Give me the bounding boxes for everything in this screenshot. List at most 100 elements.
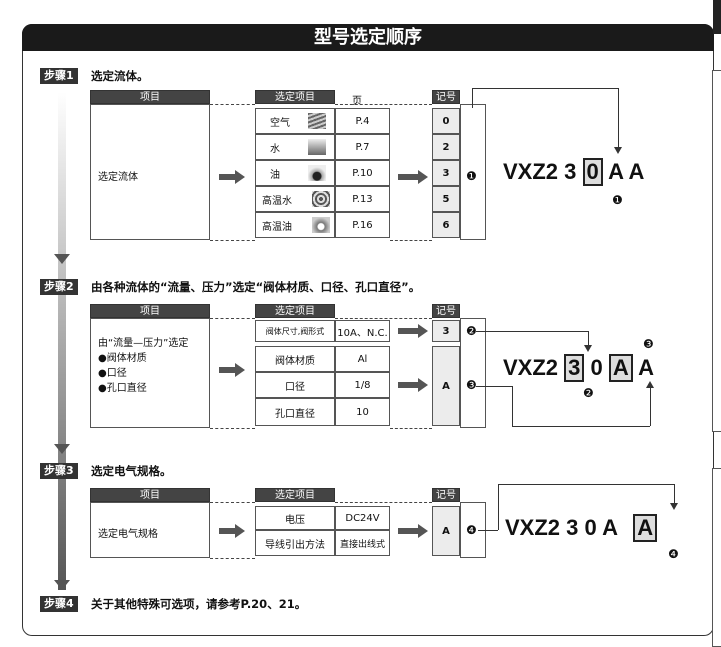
step3-header-select: 选定项目	[255, 488, 335, 502]
orifice-value: 10	[335, 398, 390, 426]
dashed-divider	[390, 428, 432, 429]
lead-wire-value: 直接出线式	[335, 530, 390, 556]
fluid-label: 空气	[270, 117, 290, 129]
step1-item-cell	[90, 104, 210, 240]
arrow-right-icon	[219, 362, 245, 381]
model-part-highlight: A	[608, 354, 633, 382]
model-part-highlight: 0	[582, 158, 603, 186]
page-cell: P.7	[335, 134, 390, 160]
model-part: A	[602, 515, 618, 540]
connector-arrowhead	[670, 503, 678, 510]
port-size-value: 1/8	[335, 372, 390, 398]
model-part: 0	[590, 355, 603, 380]
model-part: VXZ2	[503, 159, 559, 184]
page-cell: P.4	[335, 108, 390, 134]
connector-line	[588, 331, 589, 347]
step3-header-symbol: 记号	[432, 488, 460, 502]
dashed-divider	[210, 428, 255, 429]
step2-model-marker-3: ❸	[643, 337, 654, 351]
symbol-cell: 3	[432, 160, 460, 186]
step3-model-code: VXZ2 3 0 A A	[505, 514, 658, 542]
dashed-divider	[210, 502, 255, 503]
page-cell: P.13	[335, 186, 390, 212]
symbol-cell: 2	[432, 134, 460, 160]
hot-oil-icon	[312, 217, 330, 233]
symbol-cell: A	[432, 506, 460, 556]
air-icon	[308, 113, 326, 129]
step2-text: 由各种流体的“流量、压力”选定“阀体材质、口径、孔口直径”。	[91, 280, 421, 294]
dashed-divider	[335, 318, 432, 319]
model-part-highlight: 3	[564, 354, 585, 382]
model-part: 3	[564, 159, 577, 184]
step2-item-cell	[90, 318, 210, 428]
step2-marker-2: ❷	[466, 324, 477, 338]
connector-line	[674, 484, 675, 504]
arrow-right-icon	[219, 169, 245, 188]
oil-icon	[308, 165, 326, 181]
port-size-label: 口径	[255, 372, 335, 398]
connector-line	[476, 331, 588, 332]
page-title: 型号选定顺序	[22, 24, 714, 51]
connector-line	[478, 530, 498, 531]
connector-arrowhead	[614, 147, 622, 154]
hot-water-icon	[312, 191, 330, 207]
symbol-cell: 5	[432, 186, 460, 212]
model-part: A	[628, 159, 645, 184]
step1-marker: ❶	[466, 169, 477, 183]
step1-header-symbol: 记号	[432, 90, 460, 104]
page-cell: P.10	[335, 160, 390, 186]
valve-size-value: 10A、N.C.	[335, 320, 390, 342]
flow-arrow-head-1	[54, 254, 70, 264]
model-part: 3	[566, 515, 579, 540]
connector-line	[498, 484, 499, 530]
connector-line	[650, 386, 651, 426]
symbol-cell: A	[432, 346, 460, 426]
step4-badge: 步骤4	[40, 596, 78, 612]
dashed-divider	[390, 240, 432, 241]
connector-line	[472, 88, 473, 108]
flow-arrow-head-2	[54, 444, 70, 454]
step1-marker-cell	[460, 104, 486, 240]
side-tab-upper	[712, 70, 721, 432]
step2-model-code: VXZ2 3 0 A A	[503, 354, 654, 382]
step3-marker: ❹	[466, 523, 477, 537]
dashed-divider	[210, 318, 255, 319]
flow-arrow-head-3	[54, 580, 70, 590]
step1-header-select: 选定项目	[255, 90, 335, 104]
arrow-right-icon	[398, 323, 428, 342]
fluid-row-water: 水	[255, 134, 335, 160]
item-line: ●阀体材质	[98, 353, 147, 364]
model-part: A	[638, 355, 654, 380]
symbol-cell: 0	[432, 108, 460, 134]
fluid-label: 高温水	[262, 195, 292, 207]
fluid-label: 油	[270, 169, 280, 181]
step3-item-text: 选定电气规格	[98, 529, 158, 540]
fluid-label: 水	[270, 143, 280, 155]
step1-header-page: 页	[352, 96, 362, 107]
step1-model-code: VXZ2 3 0 A A	[503, 158, 644, 186]
item-line: ●孔口直径	[98, 383, 147, 394]
body-material-value: Al	[335, 346, 390, 372]
item-line: ●口径	[98, 368, 127, 379]
connector-line	[512, 426, 650, 427]
connector-line	[472, 88, 618, 89]
dashed-divider	[335, 104, 432, 105]
lead-wire-label: 导线引出方法	[255, 530, 335, 556]
step1-badge: 步骤1	[40, 68, 78, 84]
orifice-label: 孔口直径	[255, 398, 335, 426]
fluid-row-oil: 油	[255, 160, 335, 186]
arrow-right-icon	[398, 169, 428, 188]
side-tab-lower	[712, 468, 721, 647]
voltage-value: DC24V	[335, 506, 390, 530]
symbol-cell: 3	[432, 320, 460, 342]
fluid-label: 高温油	[262, 221, 292, 233]
fluid-row-air: 空气	[255, 108, 335, 134]
step2-marker-cell	[460, 318, 486, 428]
arrow-right-icon	[219, 523, 245, 542]
model-part: VXZ2	[503, 355, 559, 380]
step2-header-item: 项目	[90, 304, 210, 318]
connector-arrowhead	[584, 345, 592, 352]
dashed-divider	[335, 502, 432, 503]
arrow-right-icon	[398, 377, 428, 396]
item-line: 由“流量—压力”选定	[98, 338, 189, 349]
